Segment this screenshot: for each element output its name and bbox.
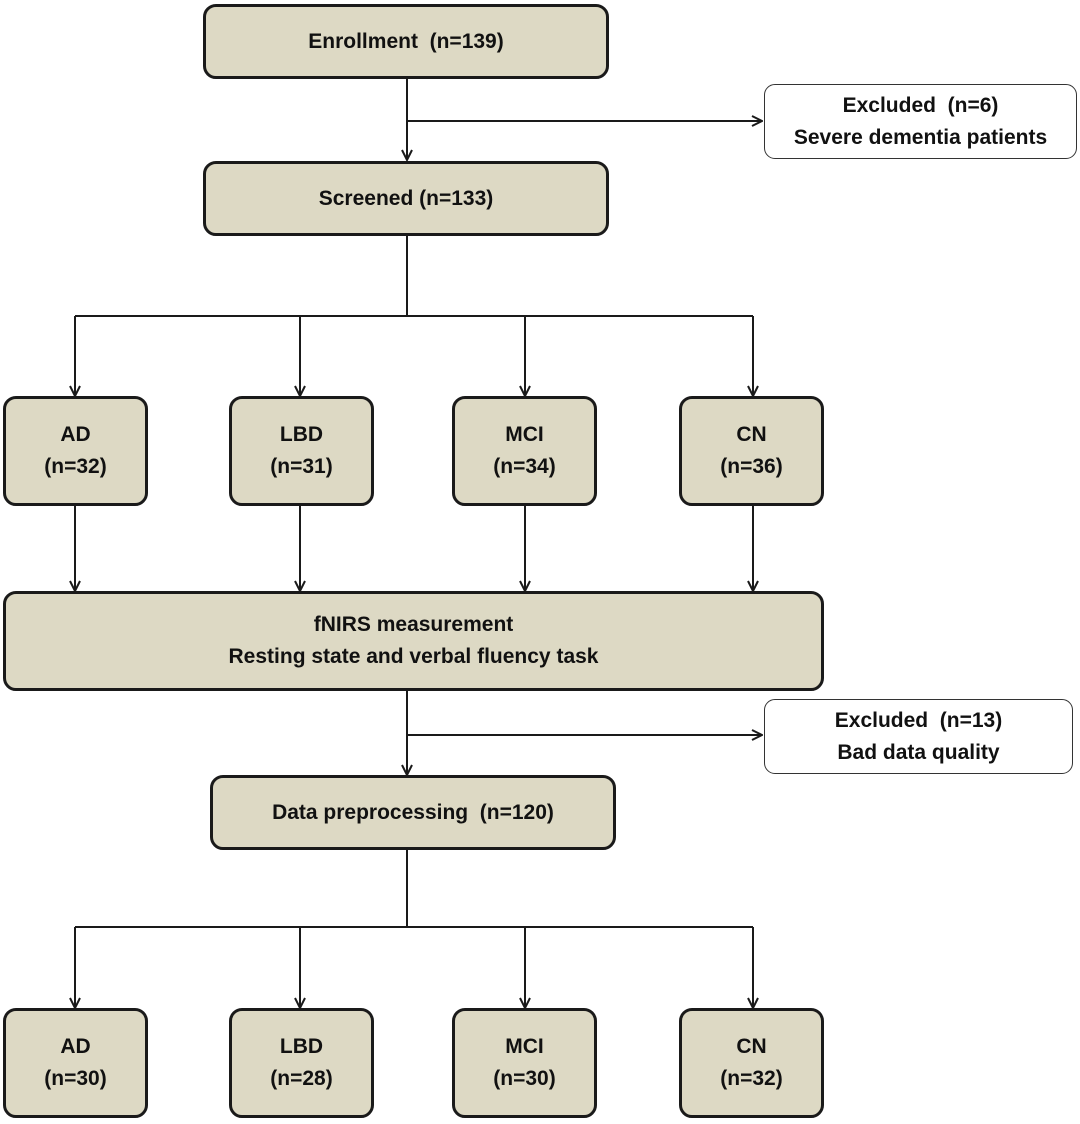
group-ad-name: AD xyxy=(60,423,91,446)
final-group-ad-count: (n=30) xyxy=(44,1067,107,1090)
excluded-dementia-reason: Severe dementia patients xyxy=(793,125,1048,149)
group-lbd-name: LBD xyxy=(279,423,324,446)
final-group-cn-name: CN xyxy=(736,1035,767,1058)
group-mci-box: MCI (n=34) xyxy=(452,396,597,506)
measurement-detail: Resting state and verbal fluency task xyxy=(228,645,599,668)
final-group-lbd-count: (n=28) xyxy=(270,1067,333,1090)
final-group-cn-box: CN (n=32) xyxy=(679,1008,824,1118)
final-group-mci-count: (n=30) xyxy=(493,1067,556,1090)
group-cn-count: (n=36) xyxy=(720,455,783,478)
group-mci-name: MCI xyxy=(505,423,544,446)
excluded-dementia-box: Excluded (n=6) Severe dementia patients xyxy=(764,84,1077,159)
final-group-lbd-name: LBD xyxy=(279,1035,324,1058)
screened-label: Screened (n=133) xyxy=(318,186,494,210)
group-mci-count: (n=34) xyxy=(493,455,556,478)
preprocessing-box: Data preprocessing (n=120) xyxy=(210,775,616,850)
excluded-quality-count: Excluded (n=13) xyxy=(834,708,1003,732)
final-group-cn-count: (n=32) xyxy=(720,1067,783,1090)
final-group-ad-name: AD xyxy=(60,1035,91,1058)
group-cn-name: CN xyxy=(736,423,767,446)
final-group-mci-box: MCI (n=30) xyxy=(452,1008,597,1118)
measurement-box: fNIRS measurement Resting state and verb… xyxy=(3,591,824,691)
preprocessing-label: Data preprocessing (n=120) xyxy=(272,800,554,824)
measurement-title: fNIRS measurement xyxy=(313,613,514,636)
final-group-mci-name: MCI xyxy=(505,1035,544,1058)
enrollment-label: Enrollment (n=139) xyxy=(308,29,504,53)
final-group-lbd-box: LBD (n=28) xyxy=(229,1008,374,1118)
excluded-quality-box: Excluded (n=13) Bad data quality xyxy=(764,699,1073,774)
group-cn-box: CN (n=36) xyxy=(679,396,824,506)
excluded-dementia-count: Excluded (n=6) xyxy=(842,93,999,117)
group-ad-box: AD (n=32) xyxy=(3,396,148,506)
group-lbd-count: (n=31) xyxy=(270,455,333,478)
group-lbd-box: LBD (n=31) xyxy=(229,396,374,506)
enrollment-box: Enrollment (n=139) xyxy=(203,4,609,79)
screened-box: Screened (n=133) xyxy=(203,161,609,236)
final-group-ad-box: AD (n=30) xyxy=(3,1008,148,1118)
group-ad-count: (n=32) xyxy=(44,455,107,478)
excluded-quality-reason: Bad data quality xyxy=(837,740,1000,764)
